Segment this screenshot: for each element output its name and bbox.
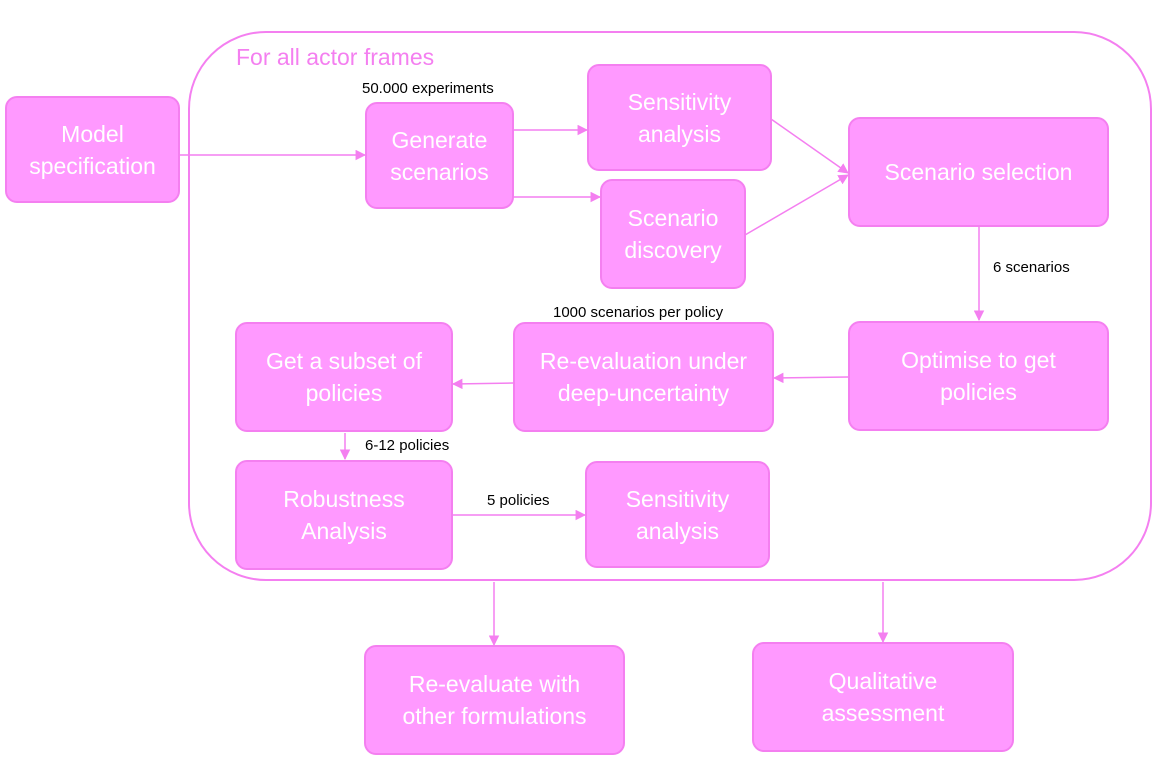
edge-label-scenarios: 6 scenarios xyxy=(993,259,1070,276)
node-robustness-analysis: Robustness Analysis xyxy=(235,460,453,570)
node-sensitivity-analysis-2-line-2: analysis xyxy=(635,517,720,544)
edge-discovery-to-selection xyxy=(744,174,849,236)
node-qualitative-assessment-line-1: Qualitative xyxy=(828,668,938,694)
node-sensitivity-analysis-1-line-2: analysis xyxy=(637,120,722,147)
node-scenario-discovery-line-1: Scenario xyxy=(627,205,719,231)
node-optimise-policies-line-1: Optimise to get xyxy=(901,347,1056,373)
node-subset-of-policies: Get a subset of policies xyxy=(235,322,453,432)
node-robustness-analysis-line-2: Analysis xyxy=(301,518,387,544)
edge-optimise-to-reevaluation xyxy=(772,372,849,384)
node-generate-scenarios: Generate scenarios xyxy=(365,102,514,209)
node-optimise-policies-line-2: policies xyxy=(940,379,1017,405)
edge-label-policies-range: 6-12 policies xyxy=(365,437,450,454)
node-model-specification: Model specification xyxy=(5,96,180,203)
node-sensitivity-analysis-1: Sensitivity analysis xyxy=(587,64,772,171)
node-reevaluation-line-2: deep-uncertainty xyxy=(557,380,730,406)
node-sensitivity-analysis-2-line-1: Sensitivity xyxy=(625,485,730,512)
node-reevaluate-formulations-line-1: Re-evaluate with xyxy=(408,671,581,697)
node-generate-scenarios-line-1: Generate xyxy=(391,126,488,153)
node-reevaluate-formulations-line-2: other formulations xyxy=(402,703,587,729)
node-optimise-policies: Optimise to get policies xyxy=(848,321,1109,431)
edge-label-five-policies: 5 policies xyxy=(487,492,550,509)
node-robustness-analysis-line-1: Robustness xyxy=(283,486,405,512)
edge-sensitivity-to-selection xyxy=(770,118,849,174)
edge-reevaluation-to-subset xyxy=(451,378,514,390)
node-sensitivity-analysis-1-line-1: Sensitivity xyxy=(627,88,732,115)
node-scenario-selection: Scenario selection xyxy=(848,117,1109,227)
node-scenario-discovery-line-2: discovery xyxy=(624,237,722,263)
node-model-specification-line-1: Model xyxy=(61,120,124,147)
node-qualitative-assessment: Qualitative assessment xyxy=(752,642,1014,752)
node-sensitivity-analysis-2: Sensitivity analysis xyxy=(585,461,770,568)
group-label: For all actor frames xyxy=(236,44,435,70)
node-reevaluation-line-1: Re-evaluation under xyxy=(539,348,748,374)
node-generate-scenarios-line-2: scenarios xyxy=(390,158,489,185)
node-subset-policies-line-2: policies xyxy=(305,380,383,406)
node-reevaluate-other-formulations: Re-evaluate with other formulations xyxy=(364,645,625,755)
actor-frames-group xyxy=(188,31,1152,581)
edge-label-experiments: 50.000 experiments xyxy=(362,80,494,97)
edge-label-per-policy: 1000 scenarios per policy xyxy=(553,304,724,321)
node-model-specification-line-2: specification xyxy=(29,152,156,179)
node-scenario-selection-line-1: Scenario selection xyxy=(884,159,1073,185)
node-subset-policies-line-1: Get a subset of xyxy=(266,348,422,374)
node-qualitative-assessment-line-2: assessment xyxy=(821,700,945,726)
node-reevaluation-deep-uncertainty: Re-evaluation under deep-uncertainty xyxy=(513,322,774,432)
node-scenario-discovery: Scenario discovery xyxy=(600,179,746,289)
